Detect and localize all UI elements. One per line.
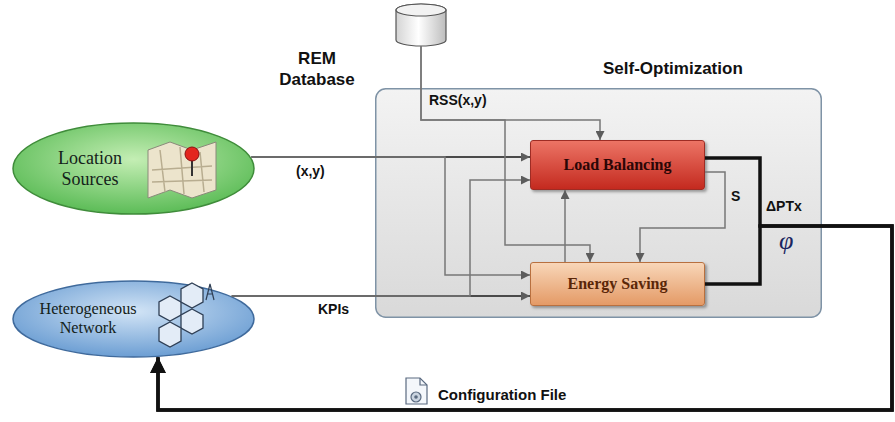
connector-arrow	[421, 46, 600, 140]
cylinder-body	[396, 4, 446, 46]
network-ellipse-outline	[12, 280, 255, 358]
edge-label: (x,y)	[296, 163, 325, 179]
edge-label: RSS(x,y)	[429, 92, 487, 108]
edge-label: KPIs	[318, 301, 349, 317]
node-heading: Self-Optimization	[603, 59, 743, 79]
network-ellipse: Heterogeneous Network	[12, 280, 255, 358]
node-label: Heterogeneous Network	[36, 300, 140, 337]
network-cells-icon	[159, 283, 214, 347]
cylinder-top	[396, 4, 446, 16]
connector-arrow	[421, 46, 590, 262]
node-heading: REM Database	[267, 48, 367, 91]
source-ellipse-outline	[12, 122, 255, 215]
node-label: Energy Saving	[567, 275, 667, 293]
connector-arrow	[564, 190, 566, 262]
source-ellipse	[13, 123, 254, 214]
database-cylinder-outline	[395, 4, 447, 46]
configuration-file-icon	[406, 378, 427, 404]
connector-arrow	[232, 180, 530, 296]
connector-arrow	[158, 226, 892, 410]
connector-arrow	[251, 157, 530, 275]
process-box: Load Balancing	[530, 140, 705, 190]
node-label: Load Balancing	[563, 156, 671, 174]
edge-label: φ	[779, 226, 793, 256]
database-cylinder: REM Database	[395, 4, 447, 46]
file-label: Configuration File	[438, 386, 566, 403]
network-ellipse	[13, 281, 254, 357]
source-ellipse: Location Sources	[12, 122, 255, 215]
connector-arrow	[640, 172, 725, 262]
process-box: Energy Saving	[530, 262, 705, 306]
connector-arrow	[158, 158, 892, 410]
map-icon	[148, 142, 216, 198]
edge-label: ΔPTx	[766, 198, 802, 214]
edge-label: S	[731, 188, 740, 204]
node-label: Location Sources	[38, 148, 142, 189]
